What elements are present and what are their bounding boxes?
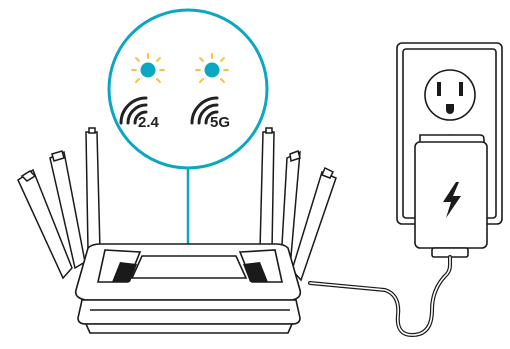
led-indicator-2-4ghz: 2.4: [119, 53, 165, 131]
wifi-signal-icon: [190, 96, 219, 125]
led-dot: [204, 62, 220, 78]
led-callout: [107, 8, 269, 170]
led-glow-rays: [131, 53, 165, 83]
power-cable: [308, 255, 452, 338]
wifi-signal-icon: [119, 96, 148, 125]
router-body: [74, 243, 302, 334]
lightning-bolt-icon: [443, 182, 461, 218]
power-adapter: [414, 134, 488, 258]
led-dot: [140, 62, 156, 78]
led-band-label: 2.4: [138, 114, 160, 131]
led-indicator-5ghz: 5G: [190, 53, 230, 131]
led-glow-rays: [195, 53, 229, 83]
led-band-label: 5G: [210, 114, 230, 131]
